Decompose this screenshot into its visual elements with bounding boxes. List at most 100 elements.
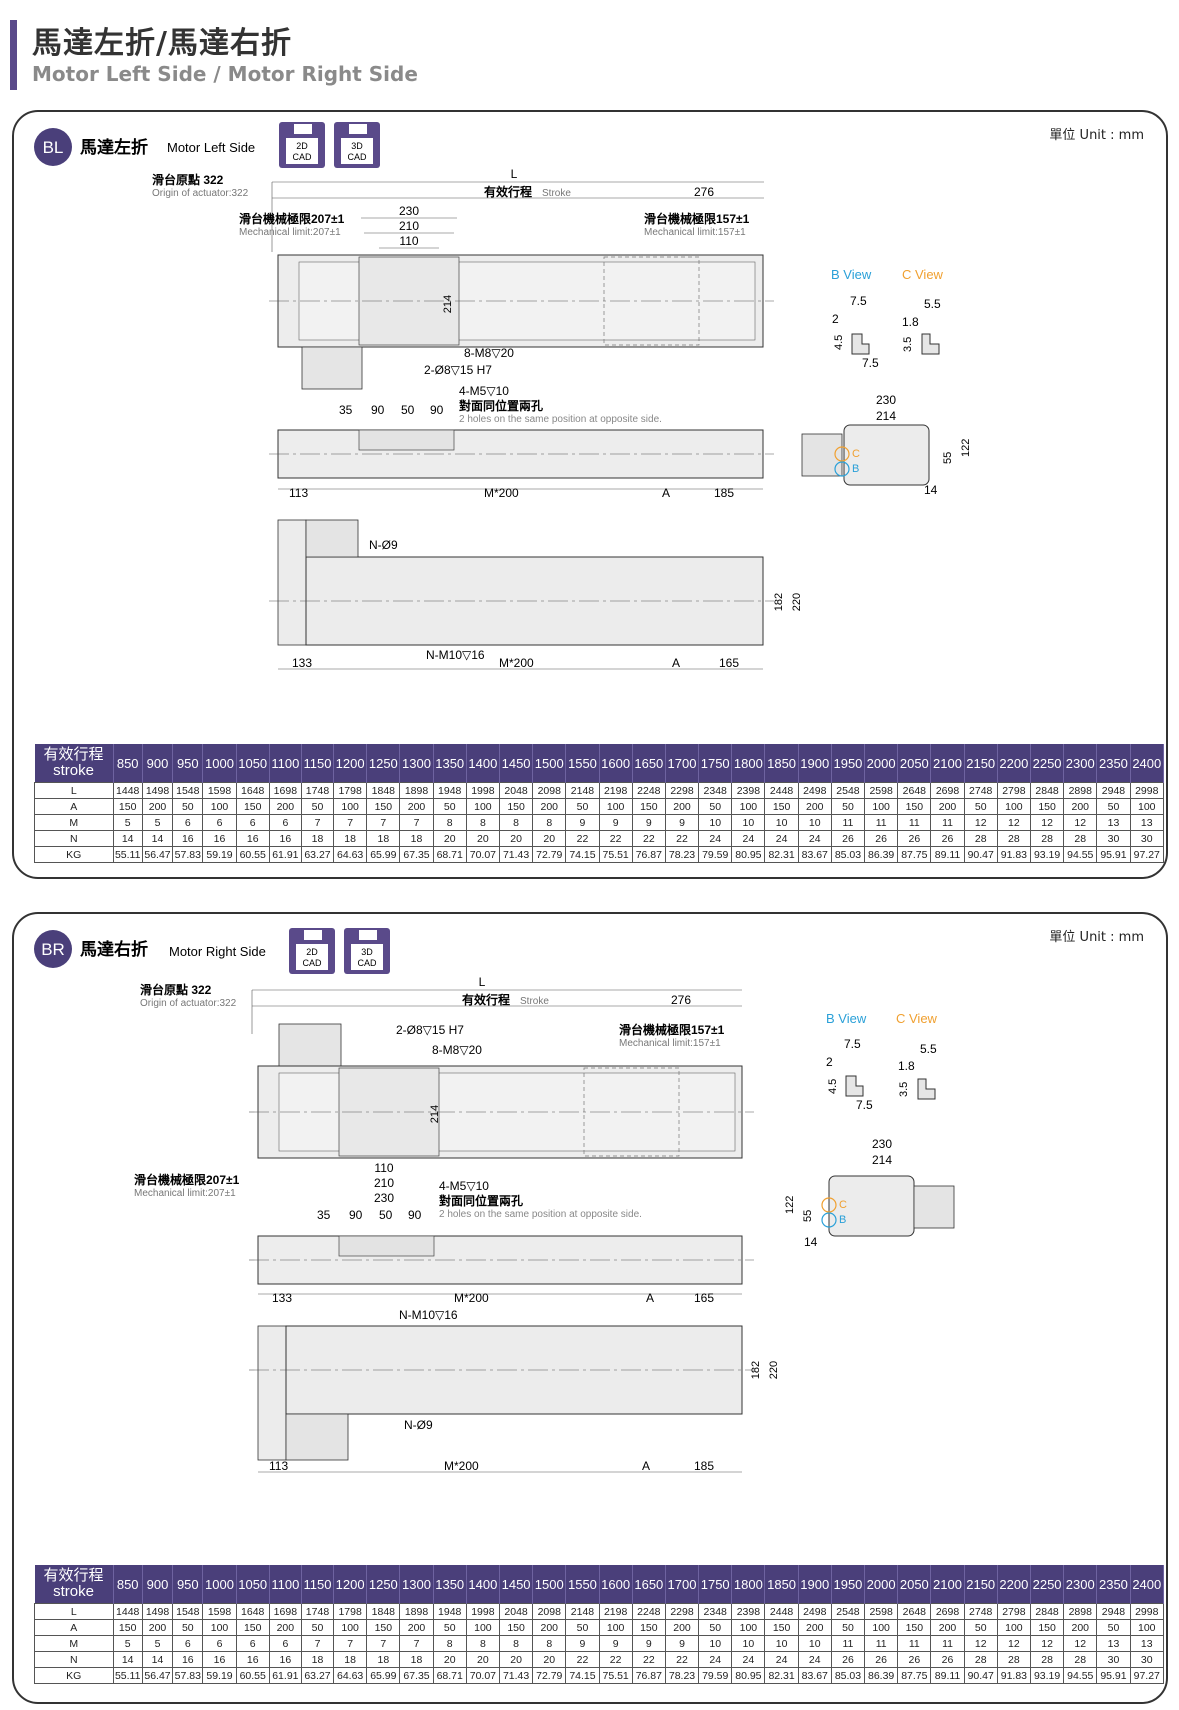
svg-text:CAD: CAD <box>302 958 322 968</box>
dim-214: 214 <box>429 1105 441 1123</box>
stroke-col: 1300 <box>399 744 434 783</box>
table-cell: 50 <box>432 798 467 815</box>
n9-callout: N-Ø9 <box>369 538 398 552</box>
table-cell: 1898 <box>399 782 434 799</box>
table-cell: 200 <box>532 798 567 815</box>
table-cell: 75.51 <box>598 1667 633 1684</box>
table-cell: 63.27 <box>300 846 335 863</box>
table-cell: 200 <box>141 1619 174 1636</box>
table-cell: 65.99 <box>366 1667 401 1684</box>
table-cell: 150 <box>631 798 666 815</box>
table-cell: 200 <box>930 1619 965 1636</box>
table-cell: 26 <box>897 830 932 847</box>
dim-113: 113 <box>269 1459 288 1473</box>
table-cell: 50 <box>830 1619 866 1636</box>
table-cell: 1498 <box>141 782 174 799</box>
table-cell: 1798 <box>333 1603 368 1620</box>
table-cell: 30 <box>1096 1651 1131 1668</box>
table-cell: 100 <box>996 1619 1031 1636</box>
dim-220: 220 <box>791 593 803 611</box>
table-cell: 76.87 <box>631 1667 666 1684</box>
table-cell: 67.35 <box>399 846 434 863</box>
table-cell: 6 <box>202 814 237 831</box>
table-cell: 10 <box>797 814 832 831</box>
table-cell: 150 <box>1029 1619 1065 1636</box>
table-cell: 200 <box>268 798 302 815</box>
stroke-col: 1250 <box>366 1565 401 1604</box>
table-cell: 6 <box>172 814 204 831</box>
table-cell: 12 <box>1063 814 1098 831</box>
table-cell: 26 <box>830 1651 866 1668</box>
table-cell: 16 <box>172 1651 204 1668</box>
stroke-col: 1300 <box>399 1565 434 1604</box>
dim-90b: 90 <box>430 403 444 417</box>
table-cell: 18 <box>399 830 434 847</box>
dim-A-b: A <box>642 1459 650 1473</box>
table-cell: 150 <box>112 1619 143 1636</box>
page-subtitle: Motor Left Side / Motor Right Side <box>32 62 418 86</box>
row-label: L <box>34 782 114 799</box>
table-cell: 100 <box>731 1619 766 1636</box>
table-cell: 80.95 <box>731 846 766 863</box>
table-cell: 2548 <box>830 1603 866 1620</box>
table-cell: 2698 <box>930 782 965 799</box>
table-cell: 28 <box>963 830 998 847</box>
table-cell: 7 <box>366 814 401 831</box>
table-cell: 2498 <box>797 782 832 799</box>
table-cell: 97.27 <box>1129 846 1165 863</box>
dim-35: 35 <box>339 403 353 417</box>
table-cell: 1748 <box>300 1603 335 1620</box>
table-cell: 10 <box>731 814 766 831</box>
c-view-label: C View <box>902 267 944 282</box>
origin-label-en: Origin of actuator:322 <box>140 998 237 1009</box>
row-label: N <box>34 1651 114 1668</box>
stroke-col: 1950 <box>831 1565 866 1604</box>
table-cell: 89.11 <box>930 1667 965 1684</box>
cad-2d-button[interactable]: 2D CAD <box>279 122 325 168</box>
c-dim-55: 5.5 <box>924 297 941 311</box>
table-cell: 2648 <box>897 782 932 799</box>
cad-2d-button[interactable]: 2D CAD <box>289 928 335 974</box>
b-dim-45: 4.5 <box>833 335 845 350</box>
table-cell: 200 <box>399 798 434 815</box>
table-cell: 2098 <box>532 782 567 799</box>
table-cell: 2198 <box>598 782 633 799</box>
stroke-col: 2300 <box>1063 744 1098 783</box>
stroke-col: 1800 <box>731 1565 766 1604</box>
table-cell: 18 <box>366 830 401 847</box>
dim-230: 230 <box>374 1191 394 1205</box>
table-cell: 1448 <box>112 1603 143 1620</box>
cad-3d-button[interactable]: 3D CAD <box>334 122 380 168</box>
table-cell: 50 <box>172 1619 204 1636</box>
table-cell: 2248 <box>631 782 666 799</box>
table-cell: 20 <box>432 830 467 847</box>
stroke-label-en: Stroke <box>542 188 571 199</box>
table-cell: 2698 <box>930 1603 965 1620</box>
table-cell: 16 <box>202 1651 237 1668</box>
dim-110: 110 <box>399 234 418 248</box>
table-cell: 20 <box>498 1651 534 1668</box>
table-cell: 9 <box>664 814 700 831</box>
table-cell: 26 <box>897 1651 932 1668</box>
origin-label-en: Origin of actuator:322 <box>152 188 249 199</box>
table-cell: 22 <box>565 830 600 847</box>
stroke-col: 2000 <box>864 744 899 783</box>
cad-3d-button[interactable]: 3D CAD <box>344 928 390 974</box>
stroke-col: 1350 <box>433 1565 467 1604</box>
table-cell: 100 <box>333 798 368 815</box>
stroke-col: 1650 <box>632 744 666 783</box>
stroke-col: 2250 <box>1030 1565 1065 1604</box>
table-cell: 1698 <box>268 1603 302 1620</box>
end-view-body <box>843 424 930 486</box>
stroke-col: 1000 <box>202 744 237 783</box>
table-cell: 8 <box>498 1635 534 1652</box>
svg-text:CAD: CAD <box>292 152 312 162</box>
c-view-profile <box>917 1078 936 1100</box>
table-cell: 91.83 <box>996 846 1031 863</box>
table-cell: 1648 <box>235 782 270 799</box>
